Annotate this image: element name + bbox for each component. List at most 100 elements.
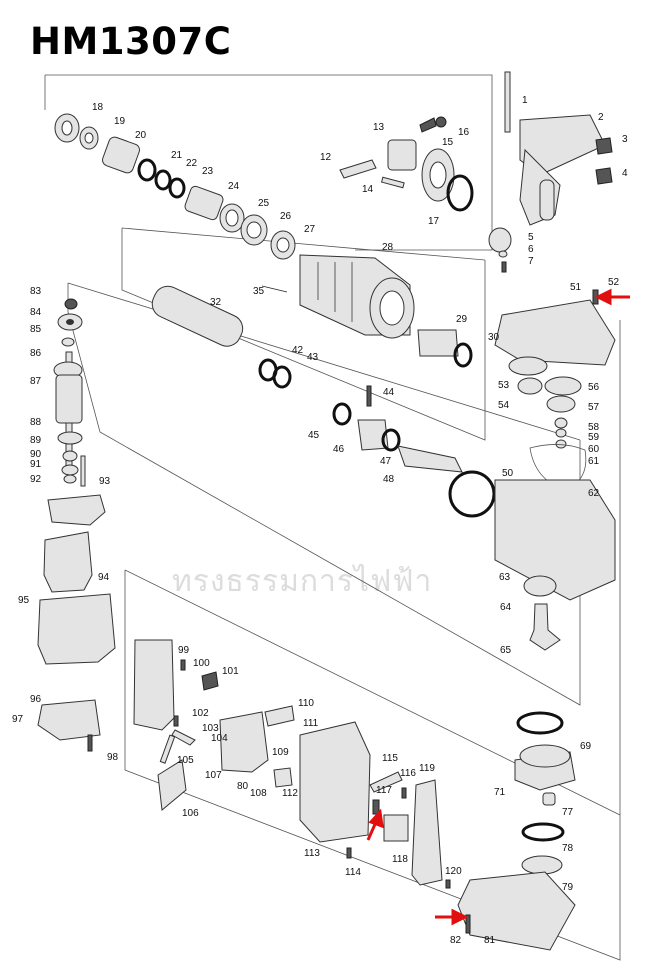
part-label-90: 90	[30, 449, 42, 460]
part-label-60: 60	[588, 444, 600, 455]
part-label-59: 59	[588, 432, 600, 443]
part-label-65: 65	[500, 645, 512, 656]
part-label-81: 81	[484, 935, 496, 946]
part-label-117: 117	[376, 785, 392, 796]
red-arrow-part-82	[435, 908, 469, 926]
part-label-112: 112	[282, 788, 298, 799]
part-label-22: 22	[186, 158, 198, 169]
part-label-101: 101	[222, 666, 239, 677]
part-label-114: 114	[345, 867, 361, 878]
part-label-91: 91	[30, 459, 42, 470]
part-label-47: 47	[380, 456, 392, 467]
part-label-54: 54	[498, 400, 510, 411]
part-label-63: 63	[499, 572, 511, 583]
part-label-61: 61	[588, 456, 600, 467]
model-title: HM1307C	[30, 20, 232, 63]
part-label-82: 82	[450, 935, 462, 946]
part-label-93: 93	[99, 476, 111, 487]
part-label-13: 13	[373, 122, 385, 133]
parts-upper-row	[54, 113, 296, 260]
part-label-64: 64	[500, 602, 512, 613]
part-label-43: 43	[307, 352, 319, 363]
part-label-105: 105	[177, 755, 194, 766]
part-label-26: 26	[280, 211, 292, 222]
part-label-111: 111	[303, 718, 319, 729]
part-label-94: 94	[98, 572, 110, 583]
part-label-21: 21	[171, 150, 183, 161]
part-label-45: 45	[308, 430, 320, 441]
part-label-95: 95	[18, 595, 30, 606]
cylinder-part-28	[299, 254, 415, 339]
part-label-4: 4	[622, 168, 628, 179]
part-label-109: 109	[272, 747, 289, 758]
part-label-3: 3	[622, 134, 628, 145]
part-label-100: 100	[193, 658, 210, 669]
part-label-24: 24	[228, 181, 240, 192]
part-label-62: 62	[588, 488, 600, 499]
part-label-35: 35	[253, 286, 265, 297]
part-label-1: 1	[522, 95, 528, 106]
part-label-16: 16	[458, 127, 470, 138]
side-handle-assembly	[488, 71, 613, 273]
part-label-86: 86	[30, 348, 42, 359]
gear-housing-parts	[457, 711, 576, 951]
part-label-2: 2	[598, 112, 604, 123]
part-label-102: 102	[192, 708, 209, 719]
part-label-30: 30	[488, 332, 500, 343]
part-label-120: 120	[445, 866, 462, 877]
part-label-56: 56	[588, 382, 600, 393]
part-label-42: 42	[292, 345, 304, 356]
red-arrow-part-117	[366, 808, 384, 841]
part-label-85: 85	[30, 324, 42, 335]
part-label-58: 58	[588, 422, 600, 433]
part-label-32: 32	[210, 297, 222, 308]
part-label-19: 19	[114, 116, 126, 127]
part-label-92: 92	[30, 474, 42, 485]
part-label-80: 80	[237, 781, 249, 792]
watermark-text: ทรงธรรมการไฟฟ้า	[172, 564, 433, 599]
part-number-labels: 1234567121314151617181920212223242526272…	[12, 95, 628, 946]
field-housing-parts	[37, 494, 116, 752]
part-label-119: 119	[419, 763, 435, 774]
part-label-97: 97	[12, 714, 24, 725]
part-label-116: 116	[400, 768, 416, 779]
part-label-14: 14	[362, 184, 374, 195]
part-label-83: 83	[30, 286, 42, 297]
part-label-88: 88	[30, 417, 42, 428]
part-label-84: 84	[30, 307, 42, 318]
part-label-6: 6	[528, 244, 534, 255]
part-label-53: 53	[498, 380, 510, 391]
red-arrow-part-52	[594, 288, 630, 306]
part-label-104: 104	[211, 733, 228, 744]
part-label-98: 98	[107, 752, 119, 763]
part-label-118: 118	[392, 854, 408, 865]
crank-housing-parts	[494, 289, 616, 651]
part-label-48: 48	[383, 474, 395, 485]
part-label-50: 50	[502, 468, 514, 479]
part-label-15: 15	[442, 137, 454, 148]
part-label-71: 71	[494, 787, 506, 798]
part-label-113: 113	[304, 848, 320, 859]
part-label-108: 108	[250, 788, 267, 799]
part-label-18: 18	[92, 102, 104, 113]
part-label-7: 7	[528, 256, 534, 267]
part-label-28: 28	[382, 242, 394, 253]
part-label-17: 17	[428, 216, 440, 227]
part-label-89: 89	[30, 435, 42, 446]
part-label-96: 96	[30, 694, 42, 705]
part-label-52: 52	[608, 277, 620, 288]
lower-handle-parts	[133, 639, 451, 889]
part-label-44: 44	[383, 387, 395, 398]
part-label-78: 78	[562, 843, 574, 854]
part-label-87: 87	[30, 376, 42, 387]
part-label-20: 20	[135, 130, 147, 141]
part-label-51: 51	[570, 282, 582, 293]
part-label-106: 106	[182, 808, 199, 819]
part-label-69: 69	[580, 741, 592, 752]
part-label-25: 25	[258, 198, 270, 209]
part-label-99: 99	[178, 645, 190, 656]
part-label-77: 77	[562, 807, 574, 818]
flange-part-13	[339, 116, 474, 212]
part-label-107: 107	[205, 770, 222, 781]
